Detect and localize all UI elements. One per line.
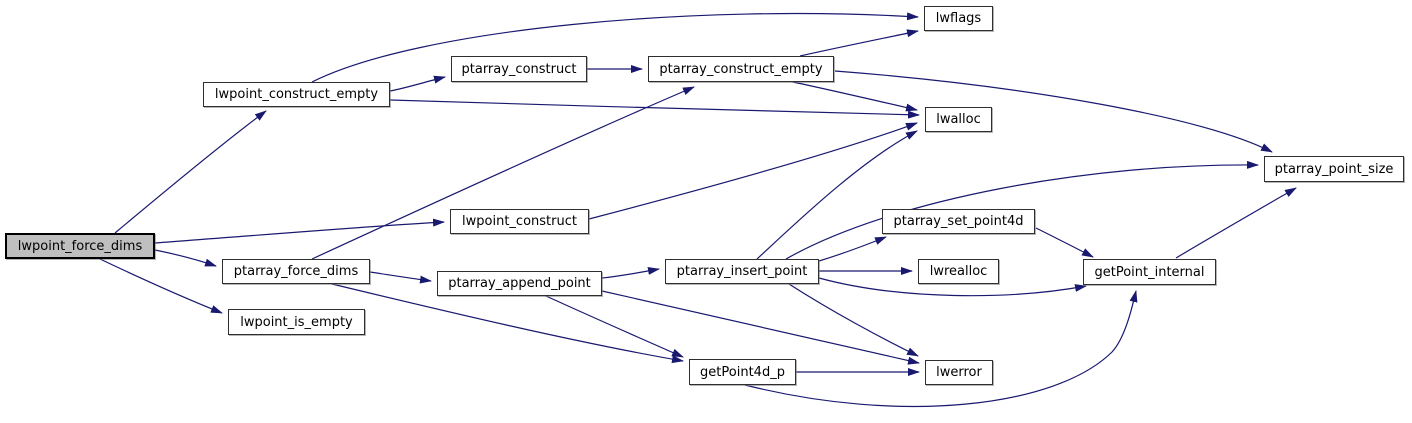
edge-getPoint_internal-ptarray_point_size — [1175, 187, 1297, 259]
node-ptarray_construct[interactable]: ptarray_construct — [451, 56, 587, 82]
edge-ptarray_set_point4d-getPoint_internal — [1035, 227, 1094, 258]
node-ptarray_append_point[interactable]: ptarray_append_point — [437, 271, 602, 296]
node-getPoint4d_p[interactable]: getPoint4d_p — [689, 359, 796, 385]
edge-ptarray_insert_point-ptarray_set_point4d — [818, 236, 887, 262]
edge-lwpoint_construct-lwalloc — [588, 122, 918, 220]
edge-ptarray_append_point-getPoint4d_p — [545, 295, 684, 358]
node-lwflags[interactable]: lwflags — [924, 6, 993, 31]
edge-ptarray_force_dims-ptarray_construct_empty — [311, 86, 695, 260]
node-getPoint_internal[interactable]: getPoint_internal — [1083, 259, 1216, 285]
edge-ptarray_construct_empty-lwflags — [799, 29, 919, 57]
edge-ptarray_construct_empty-lwalloc — [792, 81, 918, 112]
node-lwrealloc[interactable]: lwrealloc — [918, 259, 999, 284]
node-lwpoint_is_empty[interactable]: lwpoint_is_empty — [228, 309, 365, 335]
edge-ptarray_insert_point-lwerror — [788, 283, 919, 357]
node-lwerror[interactable]: lwerror — [925, 360, 993, 385]
node-ptarray_insert_point[interactable]: ptarray_insert_point — [665, 259, 819, 284]
node-ptarray_construct_empty[interactable]: ptarray_construct_empty — [648, 56, 834, 82]
edge-lwpoint_force_dims-lwpoint_is_empty — [99, 258, 223, 314]
node-lwalloc[interactable]: lwalloc — [925, 107, 992, 132]
edge-lwpoint_force_dims-lwpoint_construct_empty — [114, 110, 267, 234]
edge-lwpoint_construct_empty-lwalloc — [389, 99, 920, 119]
edge-lwpoint_force_dims-ptarray_force_dims — [154, 249, 217, 267]
edge-ptarray_force_dims-getPoint4d_p — [331, 283, 684, 364]
edge-ptarray_insert_point-lwalloc — [756, 130, 918, 260]
node-lwpoint_force_dims: lwpoint_force_dims — [5, 233, 155, 259]
edge-ptarray_insert_point-getPoint_internal — [818, 277, 1087, 297]
node-ptarray_set_point4d[interactable]: ptarray_set_point4d — [882, 209, 1035, 234]
edge-lwpoint_construct_empty-lwflags — [311, 12, 919, 83]
edge-ptarray_force_dims-ptarray_append_point — [369, 271, 432, 284]
node-ptarray_force_dims[interactable]: ptarray_force_dims — [222, 259, 370, 284]
node-lwpoint_construct_empty[interactable]: lwpoint_construct_empty — [203, 82, 390, 107]
edge-ptarray_append_point-ptarray_insert_point — [601, 266, 660, 279]
edge-ptarray_append_point-lwerror — [601, 290, 920, 365]
node-ptarray_point_size[interactable]: ptarray_point_size — [1264, 156, 1404, 182]
edge-lwpoint_force_dims-lwpoint_construct — [154, 218, 445, 244]
edge-ptarray_construct_empty-ptarray_point_size — [834, 70, 1273, 153]
edge-lwpoint_construct_empty-ptarray_construct — [389, 75, 446, 92]
node-lwpoint_construct[interactable]: lwpoint_construct — [450, 209, 589, 234]
edge-getPoint4d_p-getPoint_internal — [744, 290, 1138, 407]
edge-ptarray_insert_point-ptarray_point_size — [785, 160, 1259, 260]
